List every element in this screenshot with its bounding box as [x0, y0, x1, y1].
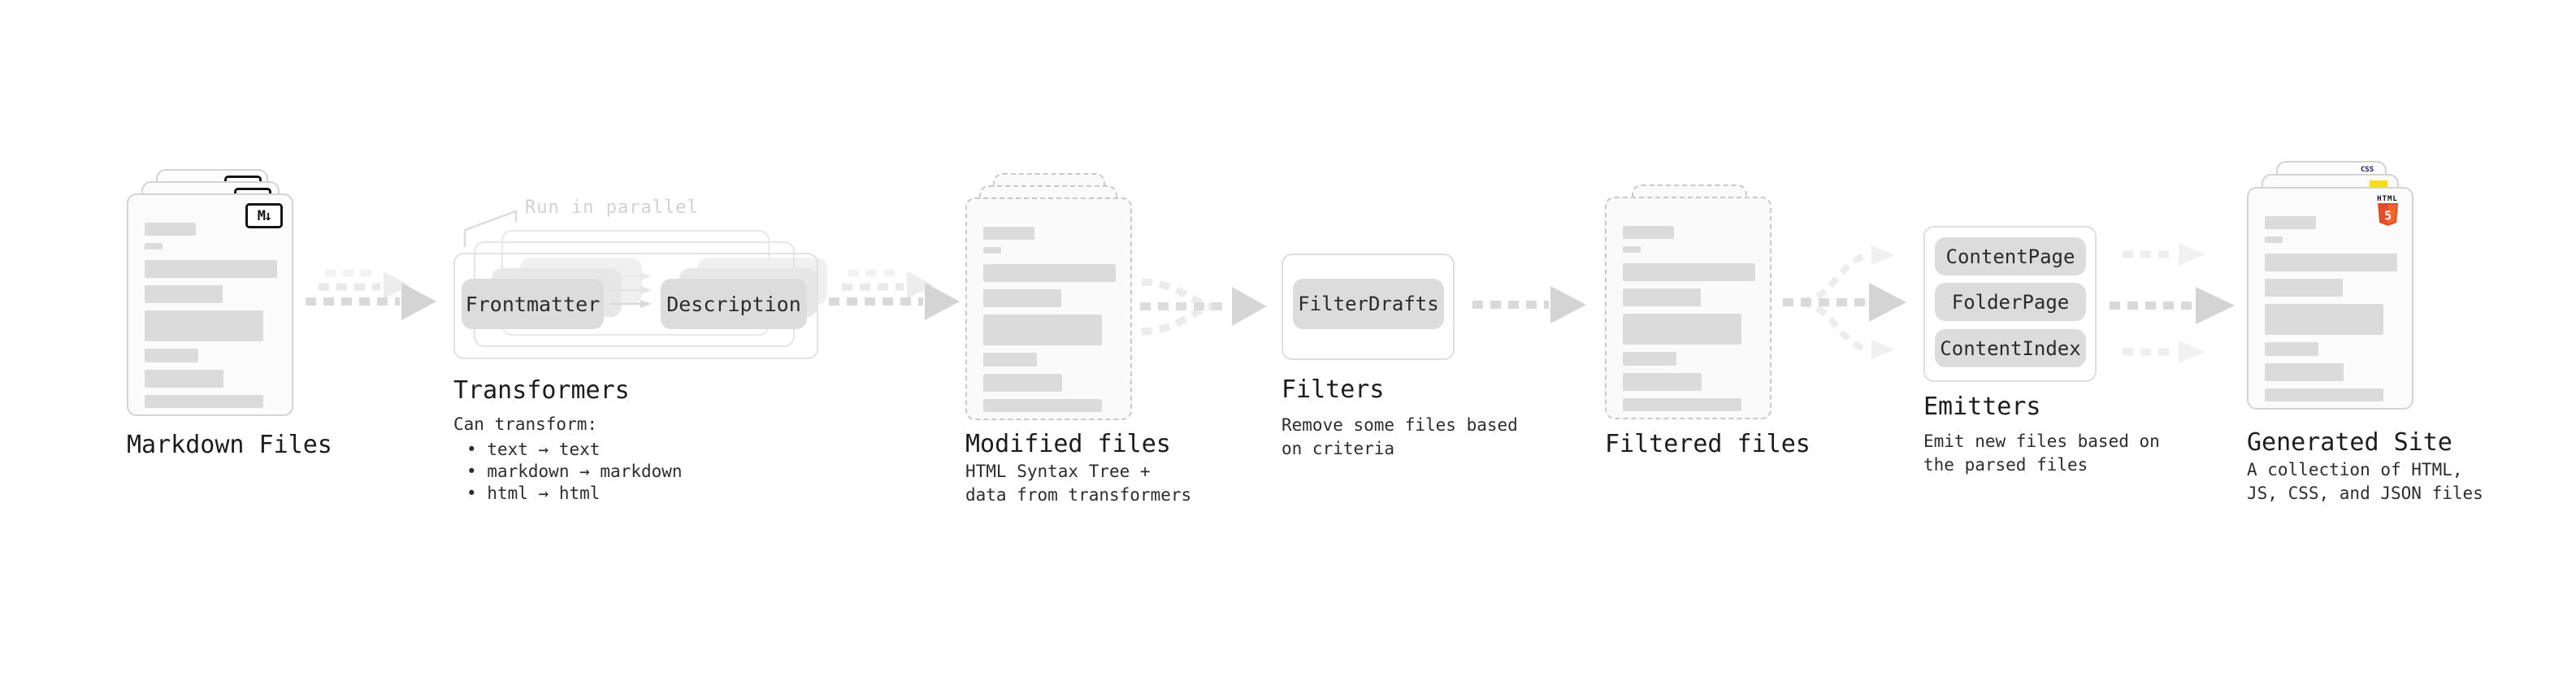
html5-icon-word: HTML [2377, 195, 2398, 203]
emitter-node-label: FolderPage [1951, 290, 2070, 314]
flow-arrow-transformers-to-modified [829, 269, 960, 320]
transformer-box-front [453, 253, 818, 359]
transformer-node-description: Description [661, 279, 807, 329]
document-text-placeholder [983, 227, 1117, 419]
filter-node-filterdrafts: FilterDrafts [1293, 279, 1444, 329]
flow-arrows-emitters-to-generated [2110, 243, 2235, 363]
transformer-node-frontmatter: Frontmatter [462, 279, 604, 329]
note-connector-line [463, 210, 518, 247]
description-line: JS, CSS, and JSON files [2247, 484, 2483, 503]
description-line: Emit new files based on [1923, 432, 2160, 451]
description-line: HTML Syntax Tree + [965, 462, 1151, 481]
document-text-placeholder [2265, 216, 2399, 409]
flow-arrow-merge-to-filters [1140, 278, 1267, 336]
markdown-icon-label: M↓ [257, 207, 273, 224]
filtered-files-title: Filtered files [1605, 430, 1811, 458]
modified-files-description: HTML Syntax Tree + data from transformer… [965, 460, 1191, 507]
transformers-title: Transformers [453, 376, 630, 405]
run-in-parallel-note: Run in parallel [525, 197, 699, 218]
bullet-char: • [466, 440, 477, 459]
markdown-icon: M↓ [245, 203, 283, 228]
description-line: the parsed files [1923, 455, 2088, 475]
emitter-node-label: ContentPage [1945, 245, 2075, 268]
can-transform-heading: Can transform: [453, 414, 598, 434]
flow-arrow-filters-to-filtered [1472, 286, 1586, 323]
description-line: A collection of HTML, [2247, 460, 2463, 479]
filter-node-label: FilterDrafts [1298, 293, 1439, 315]
generated-site-description: A collection of HTML, JS, CSS, and JSON … [2247, 458, 2483, 505]
transformers-description: Can transform: • text → text • markdown … [453, 413, 683, 505]
transform-bullet: • text → text [453, 439, 683, 461]
modified-file-front [965, 197, 1132, 420]
emitters-title: Emitters [1923, 393, 2041, 421]
bullet-text: html → html [487, 484, 601, 503]
filters-description: Remove some files based on criteria [1281, 414, 1518, 461]
transform-bullet: • markdown → markdown [453, 461, 683, 483]
emitter-node-label: ContentIndex [1940, 336, 2081, 360]
bullet-char: • [466, 484, 477, 503]
html5-icon: HTML 5 [2373, 195, 2402, 230]
document-text-placeholder [1623, 226, 1757, 419]
transformer-node-label: Frontmatter [465, 292, 601, 316]
transform-bullet: • html → html [453, 483, 683, 505]
bullet-text: markdown → markdown [487, 462, 683, 481]
parallel-arrows-icon [609, 272, 652, 308]
css-icon-label: CSS [2360, 166, 2374, 174]
filtered-file-front [1605, 197, 1772, 419]
html5-shield: 5 [2377, 203, 2398, 226]
description-line: data from transformers [965, 485, 1192, 505]
transformer-node-label: Description [666, 292, 801, 316]
emitter-node-folderpage: FolderPage [1935, 283, 2086, 321]
description-line: on criteria [1281, 439, 1395, 458]
flow-arrow-fork-to-emitters [1783, 245, 1906, 359]
emitter-node-contentindex: ContentIndex [1935, 329, 2086, 367]
flow-arrow-markdown-to-transformers [306, 269, 436, 320]
generated-file-html: HTML 5 [2247, 187, 2413, 410]
description-line: Remove some files based [1281, 415, 1518, 435]
bullet-text: text → text [487, 440, 601, 459]
markdown-files-title: Markdown Files [127, 431, 332, 459]
generated-site-title: Generated Site [2247, 428, 2452, 457]
document-text-placeholder [145, 223, 279, 415]
filters-title: Filters [1281, 375, 1385, 404]
bullet-char: • [466, 462, 477, 481]
markdown-file-front: M↓ [127, 193, 293, 416]
modified-files-title: Modified files [965, 430, 1171, 458]
emitter-node-contentpage: ContentPage [1935, 237, 2086, 275]
emitters-description: Emit new files based on the parsed files [1923, 430, 2160, 477]
html5-icon-number: 5 [2383, 209, 2391, 223]
